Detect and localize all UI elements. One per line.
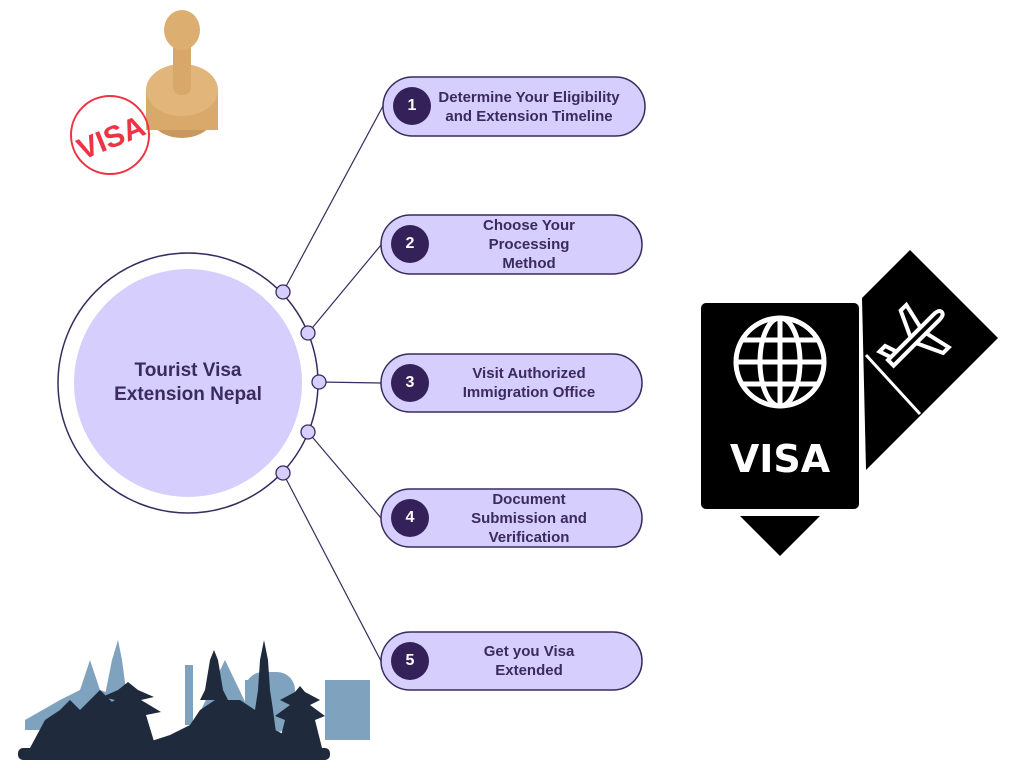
- stamp-visa-text: VISA: [73, 110, 150, 167]
- step-2-number: 2: [391, 225, 429, 263]
- passport-visa-icon: VISA: [699, 250, 998, 556]
- step-5-label: Get you Visa Extended: [483, 643, 575, 679]
- step-5-number: 5: [391, 642, 429, 680]
- globe-icon: [733, 315, 827, 409]
- step-3-number: 3: [391, 364, 429, 402]
- center-circle: [74, 269, 302, 497]
- step-pills: [380, 76, 646, 691]
- step-1-number: 1: [393, 87, 431, 125]
- connector-lines: [282, 105, 384, 662]
- rubber-stamp-illustration: VISA: [70, 10, 218, 175]
- step-1-label: Determine Your Eligibility and Extension…: [438, 88, 620, 125]
- step-3-label: Visit Authorized Immigration Office: [462, 365, 596, 401]
- step-4-number: 4: [391, 499, 429, 537]
- kathmandu-skyline-illustration: [18, 640, 370, 760]
- step-4-label: Document Submission and Verification: [471, 490, 587, 546]
- passport-visa-text: VISA: [730, 437, 831, 481]
- airplane-icon: [876, 301, 952, 369]
- connector-nodes: [275, 284, 327, 481]
- center-title: Tourist Visa Extension Nepal: [114, 360, 262, 405]
- step-2-label: Choose Your Processing Method: [483, 217, 575, 272]
